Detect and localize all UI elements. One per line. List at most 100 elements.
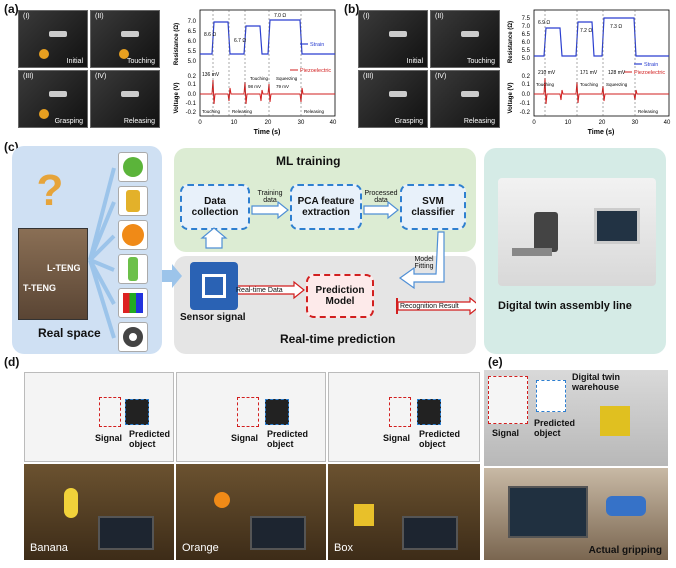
tick-label: 30 bbox=[632, 120, 639, 126]
photo-b-1: (I) Initial bbox=[358, 10, 428, 68]
photo-caption: Initial bbox=[66, 58, 83, 65]
laptop-icon bbox=[508, 486, 588, 538]
predicted-object-box bbox=[265, 399, 289, 425]
tick-label: 30 bbox=[298, 120, 305, 126]
data-collection-box: Data collection bbox=[180, 184, 250, 230]
photo-num: (IV) bbox=[435, 73, 447, 80]
arrow bbox=[397, 296, 476, 316]
tick-label: 6.0 bbox=[188, 39, 197, 45]
arrow bbox=[363, 200, 399, 220]
l-teng-label: L-TENG bbox=[47, 263, 81, 273]
annotation: 171 mV bbox=[580, 70, 598, 76]
robot-arm-icon bbox=[121, 31, 139, 37]
robot-arm-icon bbox=[461, 91, 479, 97]
strain-line bbox=[534, 17, 669, 57]
tick-label: 20 bbox=[599, 120, 606, 126]
signal-label: Signal bbox=[383, 433, 411, 443]
piezo-line bbox=[534, 77, 669, 105]
actual-gripping-scene: Actual gripping bbox=[484, 468, 668, 560]
signal-box bbox=[389, 397, 411, 427]
photo-caption: Releasing bbox=[463, 118, 495, 125]
photo-num: (II) bbox=[95, 13, 104, 20]
laptop-icon bbox=[402, 516, 458, 550]
can-icon bbox=[118, 186, 148, 216]
realtime-data-label: Real-time Data bbox=[236, 287, 283, 294]
arrow bbox=[251, 200, 289, 220]
object-icon bbox=[119, 49, 129, 59]
annotation: 7.2 Ω bbox=[580, 28, 592, 34]
tick-label: 40 bbox=[330, 120, 337, 126]
object-arrows bbox=[88, 167, 116, 339]
arrow bbox=[200, 227, 228, 249]
annotation: Touching bbox=[536, 82, 555, 87]
banana-icon bbox=[64, 488, 78, 518]
tape-icon bbox=[118, 322, 148, 352]
annotation: 128 mV bbox=[608, 70, 626, 76]
signal-label: Signal bbox=[492, 428, 520, 438]
chart-a: 7.0 6.5 6.0 5.5 5.0 0.2 0.1 0.0 -0.1 -0.… bbox=[174, 9, 337, 136]
plot-frame bbox=[533, 9, 670, 117]
annotation: Releasing bbox=[638, 109, 659, 114]
tick-label: 0.2 bbox=[188, 74, 197, 80]
laptop-icon bbox=[250, 516, 306, 550]
photo-num: (I) bbox=[23, 13, 30, 20]
photo-b-2: (II) Touching bbox=[430, 10, 500, 68]
y-axis-label: Resistance (Ω) bbox=[508, 21, 514, 63]
tick-label: 7.0 bbox=[188, 19, 197, 25]
conveyor-icon bbox=[512, 248, 552, 256]
chip-icon bbox=[190, 262, 238, 310]
arrow bbox=[398, 231, 445, 290]
software-screen-2: Signal Predicted object bbox=[176, 372, 326, 462]
robot-arm-icon bbox=[600, 406, 630, 436]
svm-box: SVM classifier bbox=[400, 184, 466, 230]
tick-label: 0.1 bbox=[188, 82, 197, 88]
annotation: Touching bbox=[580, 82, 599, 87]
photo-b-3: (III) Grasping bbox=[358, 70, 428, 128]
y-axis-label: Voltage (V) bbox=[508, 83, 514, 114]
signal-box bbox=[237, 397, 259, 427]
warehouse-title: Digital twin warehouse bbox=[572, 372, 620, 392]
robot-arm-icon bbox=[389, 91, 407, 97]
y-axis-label: Voltage (V) bbox=[174, 83, 180, 114]
annotation: 7.3 Ω bbox=[610, 24, 622, 30]
tick-label: 0.2 bbox=[522, 74, 531, 80]
prediction-model-box: Prediction Model bbox=[306, 274, 374, 318]
tick-label: -0.1 bbox=[186, 101, 197, 107]
robot-arm-icon bbox=[49, 91, 67, 97]
legend-item: Strain bbox=[644, 62, 658, 68]
predicted-object-label: Predicted object bbox=[419, 429, 461, 449]
tick-label: 10 bbox=[565, 120, 572, 126]
legend-item: Piezoelectric bbox=[300, 68, 331, 74]
tick-label: 5.5 bbox=[188, 49, 197, 55]
question-mark-icon: ? bbox=[36, 166, 64, 215]
tick-label: 0.0 bbox=[188, 92, 197, 98]
tick-label: 6.5 bbox=[522, 32, 531, 38]
hand-icon bbox=[606, 496, 646, 516]
x-axis-label: Time (s) bbox=[254, 129, 281, 136]
robot-arm-icon bbox=[121, 91, 139, 97]
photo-a-4: (IV) Releasing bbox=[90, 70, 160, 128]
photo-caption: Touching bbox=[466, 58, 495, 65]
tick-label: 20 bbox=[265, 120, 272, 126]
arrow bbox=[162, 264, 182, 288]
robot-arm-icon bbox=[389, 31, 407, 37]
realtime-prediction-title: Real-time prediction bbox=[280, 332, 396, 346]
object-icon bbox=[39, 109, 49, 119]
tick-label: 6.5 bbox=[188, 29, 197, 35]
arrow bbox=[88, 259, 116, 339]
predicted-object-box bbox=[536, 380, 566, 412]
real-space-label: Real space bbox=[38, 326, 101, 340]
annotation: Squeezing bbox=[606, 82, 628, 87]
panel-label-a: (a) bbox=[4, 2, 19, 16]
tick-label: 5.5 bbox=[522, 48, 531, 54]
tick-label: 0.0 bbox=[522, 92, 531, 98]
signal-label: Signal bbox=[231, 433, 259, 443]
annotation: 210 mV bbox=[538, 70, 556, 76]
tick-label: 7.5 bbox=[522, 16, 531, 22]
predicted-object-label: Predicted object bbox=[129, 429, 171, 449]
tick-label: -0.2 bbox=[520, 110, 531, 116]
laptop-icon bbox=[98, 516, 154, 550]
tick-label: 5.0 bbox=[188, 59, 197, 65]
signal-box bbox=[99, 397, 121, 427]
tick-label: 40 bbox=[664, 120, 671, 126]
